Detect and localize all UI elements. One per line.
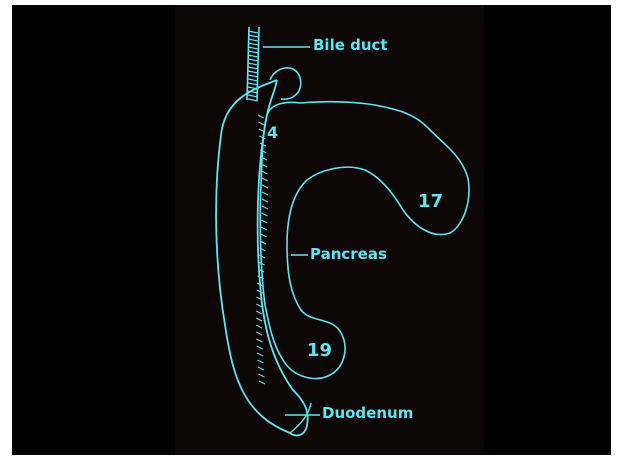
- pancreas-tick: [257, 360, 263, 363]
- bile-duct-label: Bile duct: [313, 38, 388, 53]
- pancreas-outline: [260, 102, 469, 379]
- pancreas-tick: [256, 311, 262, 314]
- bile-duct-ridge: [248, 63, 258, 65]
- pancreas-tick: [257, 346, 263, 349]
- pancreas-tick: [262, 206, 268, 209]
- bile-duct-ridge: [248, 59, 258, 61]
- region-number-upper: 4: [267, 125, 278, 141]
- bile-duct-ridge: [248, 79, 258, 81]
- pancreas-tick: [262, 185, 268, 188]
- pancreas-duodenum-drawing: [175, 5, 484, 455]
- pancreas-tick: [256, 325, 262, 328]
- pancreas-tick: [262, 192, 268, 195]
- pancreas-tick: [258, 122, 264, 125]
- bile-duct-ridge: [248, 47, 258, 49]
- pancreas-tick: [261, 227, 267, 230]
- pancreas-tick: [261, 220, 267, 223]
- bile-duct-ridge: [248, 75, 258, 77]
- bile-duct-ridge: [248, 43, 258, 45]
- bile-duct-ridge: [248, 71, 258, 73]
- pancreas-tick: [258, 367, 264, 370]
- pancreas-tick: [258, 374, 264, 377]
- slide-background: Bile duct Pancreas Duodenum 4 17 19: [12, 5, 611, 455]
- figure-panel: Bile duct Pancreas Duodenum 4 17 19: [175, 5, 484, 455]
- pancreas-tick: [259, 381, 265, 384]
- pancreas-label: Pancreas: [310, 247, 387, 262]
- pancreas-tick: [257, 353, 263, 356]
- pancreas-tick: [262, 213, 268, 216]
- pancreas-tick: [262, 199, 268, 202]
- pancreas-tick: [262, 178, 268, 181]
- bile-duct-ridge: [248, 67, 258, 69]
- pancreas-tick: [256, 339, 262, 342]
- pancreas-tick: [256, 318, 262, 321]
- bile-duct-ridge: [248, 83, 258, 85]
- pancreas-tick: [262, 171, 268, 174]
- pancreas-tick: [261, 234, 267, 237]
- bile-duct-ridge: [248, 55, 258, 57]
- duodenum-label: Duodenum: [322, 406, 413, 421]
- region-number-lower: 19: [307, 342, 332, 360]
- pancreas-tick: [256, 332, 262, 335]
- duodenal-cap-shape: [270, 68, 301, 99]
- pancreas-tick: [258, 115, 264, 118]
- pancreas-tick: [259, 255, 265, 258]
- region-number-right: 17: [418, 193, 443, 211]
- bile-duct-ridge: [248, 51, 258, 53]
- bile-duct-ridge: [248, 39, 258, 41]
